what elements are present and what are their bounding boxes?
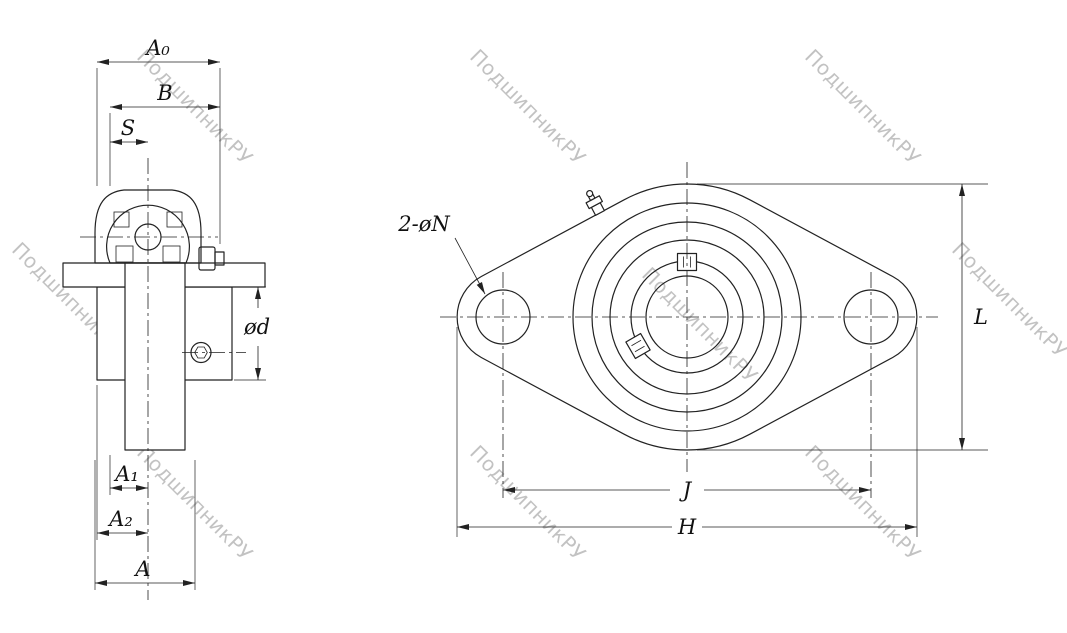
dimension-lines-right-view bbox=[454, 184, 965, 530]
watermark-text: ПодшипникРУ bbox=[947, 237, 1067, 362]
bearing-cavity bbox=[106, 204, 190, 264]
extension-lines-left-view bbox=[94, 68, 266, 590]
dimension-lines-left-view bbox=[95, 59, 261, 586]
watermark-text: ПодшипникРУ bbox=[465, 44, 590, 169]
leader-bolt-hole bbox=[454, 237, 486, 295]
dim-label-a: A bbox=[133, 557, 150, 581]
dim-label-od: ød bbox=[243, 315, 270, 339]
dim-label-n: 2-øN bbox=[397, 212, 450, 236]
flange-front-view: 2-øN L J H bbox=[397, 162, 988, 539]
dim-label-b: B bbox=[156, 81, 172, 105]
dim-label-j: J bbox=[679, 478, 693, 502]
watermark-text: ПодшипникРУ bbox=[800, 440, 925, 565]
dim-label-a1: A₁ bbox=[113, 462, 139, 486]
watermark-text: ПодшипникРУ bbox=[465, 440, 590, 565]
bolt-hole-right bbox=[843, 289, 899, 345]
shaft bbox=[124, 262, 186, 451]
bearing-housing-section bbox=[94, 189, 202, 264]
dim-label-s: S bbox=[121, 116, 135, 140]
outer-ring-section-right bbox=[166, 211, 183, 228]
inner-ring-section-left bbox=[115, 245, 134, 263]
side-section-view: A₀ B S ød A₁ A₂ A bbox=[62, 36, 270, 600]
outer-ring-section-left bbox=[113, 211, 130, 228]
dim-label-l: L bbox=[973, 305, 988, 329]
grease-fitting bbox=[585, 189, 606, 216]
flange-outline bbox=[456, 183, 918, 451]
extension-lines-right-view bbox=[456, 183, 988, 537]
watermark-text: ПодшипникРУ bbox=[800, 44, 925, 169]
dim-label-h: H bbox=[677, 515, 697, 539]
dim-label-a2: A₂ bbox=[107, 507, 133, 531]
inner-ring-section-right bbox=[162, 245, 181, 263]
set-screw-side bbox=[625, 332, 651, 360]
dim-label-a0: A₀ bbox=[144, 36, 170, 60]
collar-cap bbox=[214, 251, 225, 266]
